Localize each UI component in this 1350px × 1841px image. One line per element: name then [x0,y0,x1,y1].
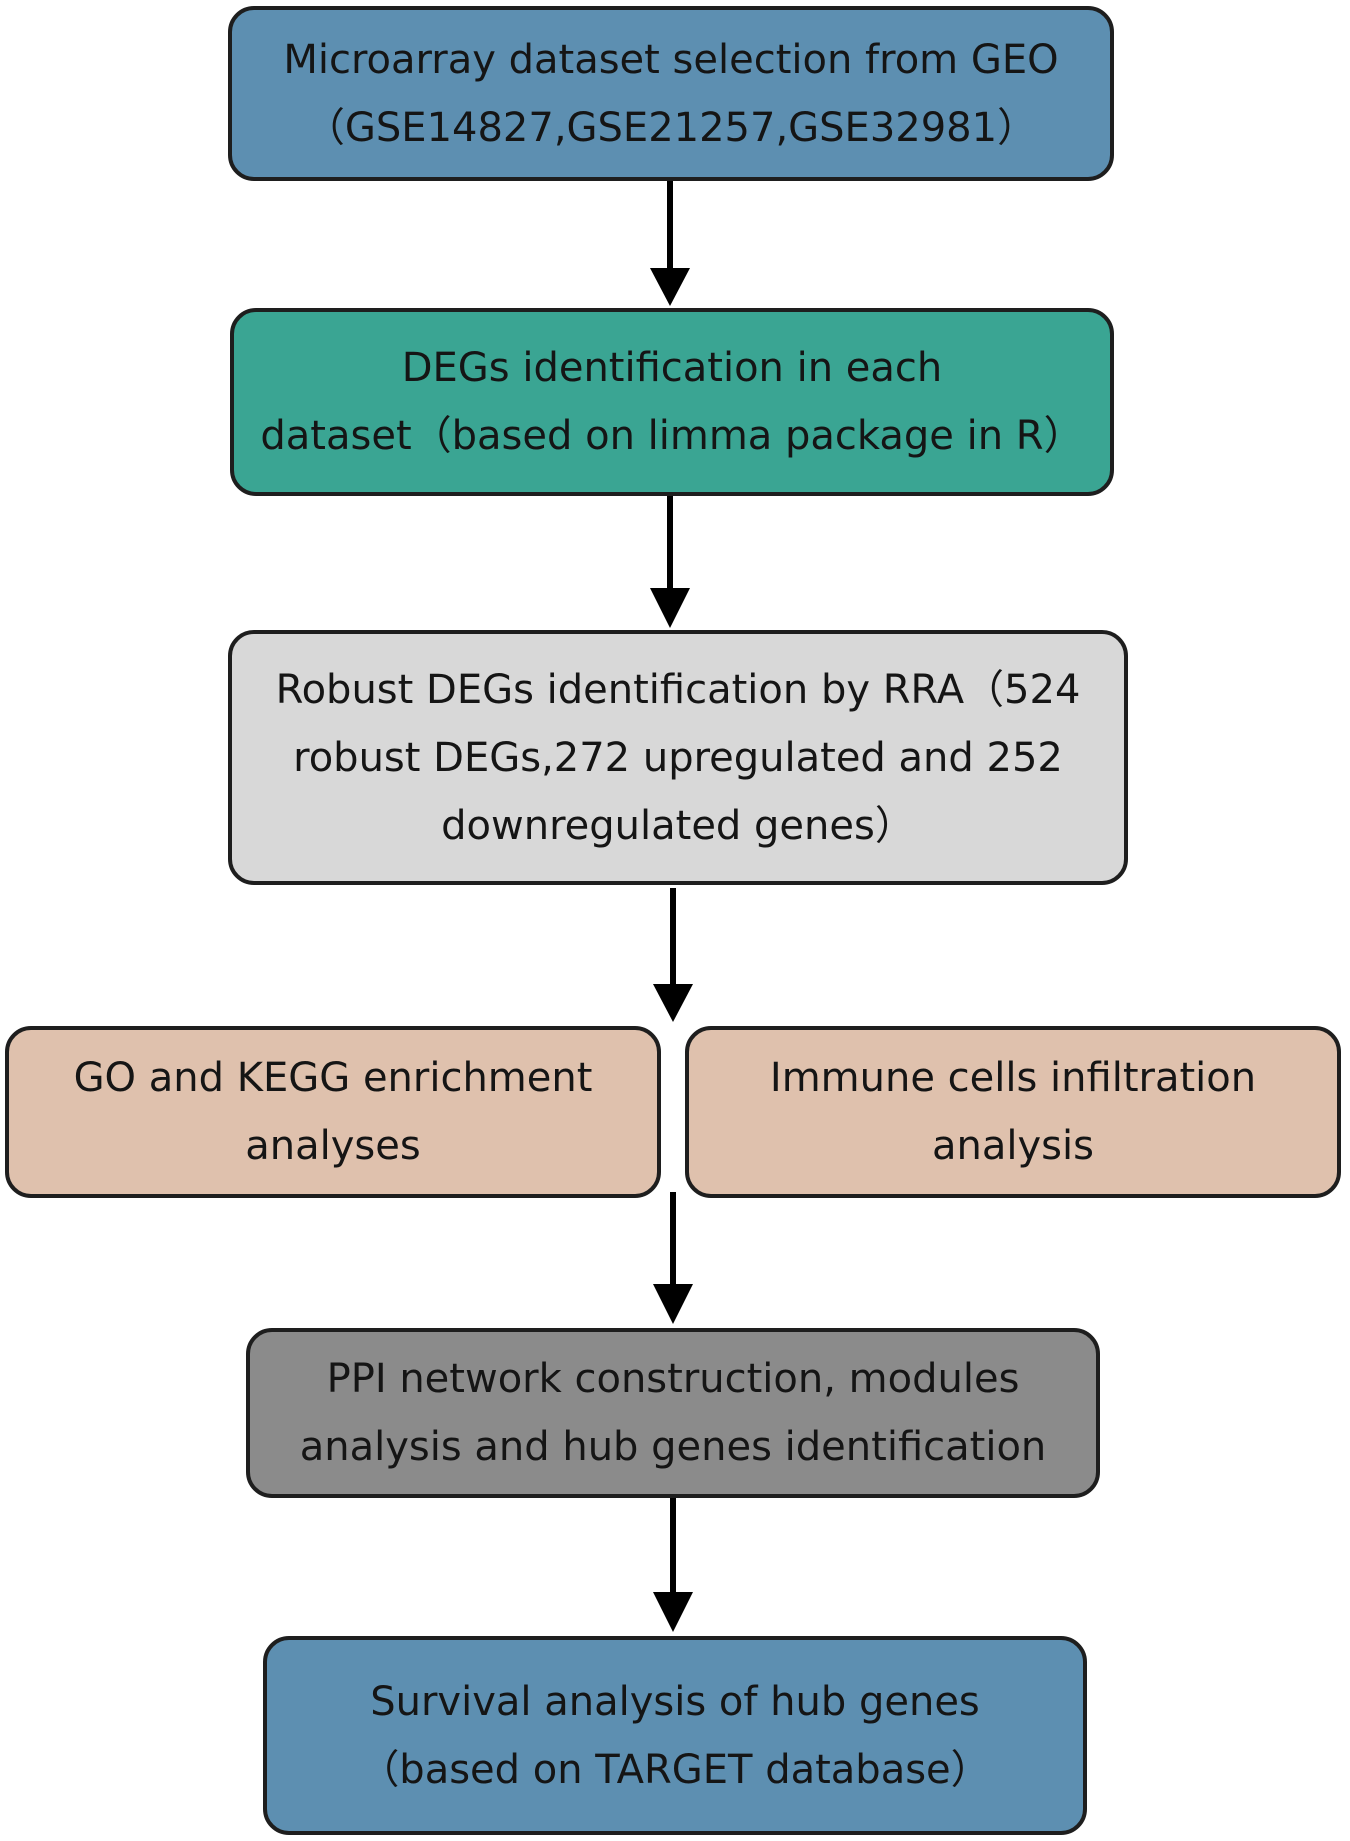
step-1-line-1: Microarray dataset selection from GEO [283,36,1059,83]
arrow-6-to-7 [653,1498,693,1632]
step-3-line-3: downregulated genes） [441,802,915,849]
step-7-line-1: Survival analysis of hub genes [370,1678,980,1725]
step-3-line-2: robust DEGs,272 upregulated and 252 [293,734,1063,781]
arrow-2-to-3 [650,496,690,628]
step-survival-analysis: Survival analysis of hub genes （based on… [263,1636,1087,1835]
step-6-line-1: PPI network construction, modules [326,1356,1020,1402]
arrow-1-to-2 [650,181,690,306]
step-geo-dataset-selection: Microarray dataset selection from GEO （G… [228,6,1114,181]
step-5-line-2: analysis [932,1123,1094,1169]
step-6-line-2: analysis and hub genes identification [299,1424,1047,1470]
step-robust-degs-rra: Robust DEGs identification by RRA（524 ro… [228,630,1128,885]
step-degs-identification: DEGs identification in each dataset（base… [230,308,1114,496]
step-ppi-network: PPI network construction, modules analys… [246,1328,1100,1498]
step-3-line-1: Robust DEGs identification by RRA（524 [275,666,1081,713]
step-1-line-2: （GSE14827,GSE21257,GSE32981） [304,104,1038,151]
step-4-line-1: GO and KEGG enrichment [73,1055,593,1101]
step-5-line-1: Immune cells infiltration [769,1055,1257,1101]
step-2-line-2: dataset（based on limma package in R） [260,413,1084,459]
arrow-4-to-6 [653,1192,693,1324]
arrow-3-to-4 [653,888,693,1022]
step-2-line-1: DEGs identification in each [401,345,943,391]
step-4-line-2: analyses [245,1123,421,1169]
step-immune-infiltration: Immune cells infiltration analysis [685,1026,1341,1198]
step-7-line-2: （based on TARGET database） [359,1746,991,1793]
step-go-kegg-enrichment: GO and KEGG enrichment analyses [5,1026,661,1198]
